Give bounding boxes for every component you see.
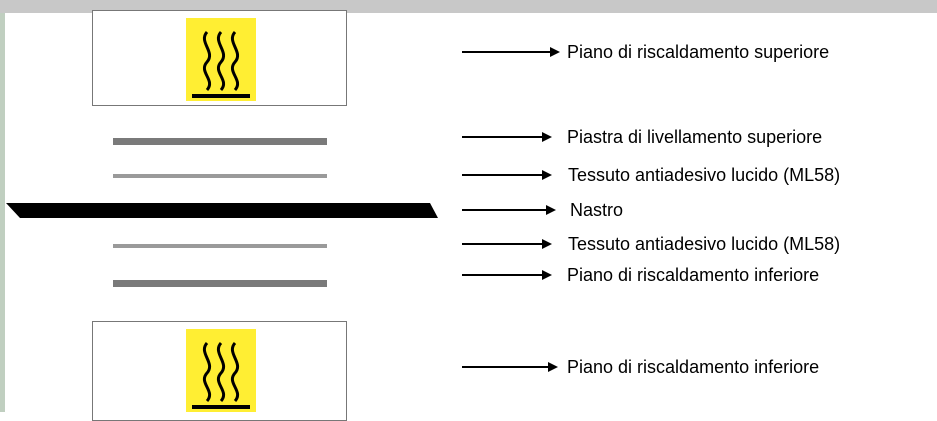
upper-release-fabric (113, 174, 327, 178)
callout-label: Tessuto antiadesivo lucido (ML58) (568, 165, 841, 185)
arrow-right-icon (462, 205, 556, 215)
arrow-right-icon (462, 47, 560, 57)
heat-waves-icon-graphic (192, 341, 250, 409)
upper-heating-plate (92, 10, 347, 106)
arrow-right-icon (462, 170, 552, 180)
lower-release-fabric (113, 244, 327, 248)
callout-label: Nastro (570, 200, 624, 220)
window-top-bar (0, 0, 937, 13)
tape-strip (6, 203, 438, 218)
heat-waves-icon (186, 18, 256, 101)
arrow-right-icon (462, 270, 552, 280)
heat-waves-icon (186, 329, 256, 412)
lower-heating-plate-layer (113, 280, 327, 287)
upper-leveling-plate (113, 138, 327, 145)
lower-heating-plate (92, 321, 347, 421)
callout-label: Piano di riscaldamento inferiore (567, 357, 820, 377)
window-left-border (0, 13, 5, 412)
arrow-right-icon (462, 362, 558, 372)
callout-label: Piastra di livellamento superiore (567, 127, 823, 147)
arrow-right-icon (462, 132, 552, 142)
callout-label: Piano di riscaldamento superiore (567, 42, 830, 62)
callout-label: Tessuto antiadesivo lucido (ML58) (568, 234, 841, 254)
heat-waves-icon-graphic (192, 30, 250, 98)
callout-label: Piano di riscaldamento inferiore (567, 265, 820, 285)
arrow-right-icon (462, 239, 552, 249)
